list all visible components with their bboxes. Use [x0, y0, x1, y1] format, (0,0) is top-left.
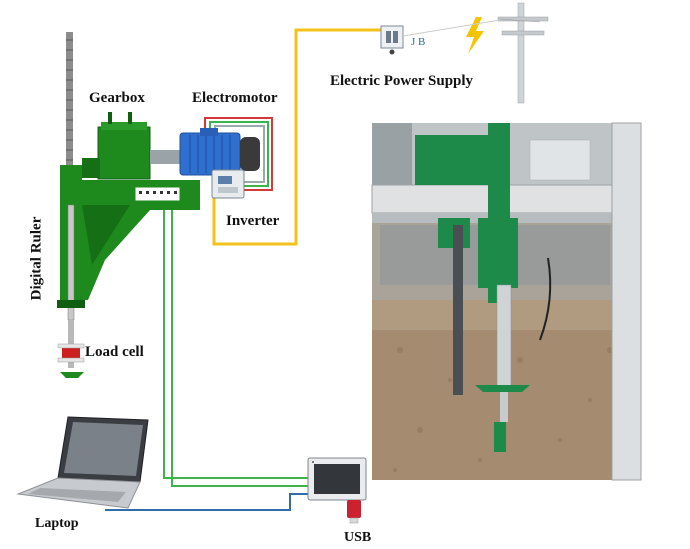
frame-base	[57, 300, 85, 308]
utility-pole-icon	[497, 2, 549, 104]
inverter-screen	[218, 176, 232, 184]
motor-wire-red	[204, 117, 273, 191]
lightning-icon	[466, 17, 484, 54]
electric-power-supply-label: Electric Power Supply	[330, 73, 474, 89]
signal-cable-2	[171, 205, 310, 487]
rack-teeth	[66, 39, 73, 161]
gearbox-top	[101, 122, 147, 130]
usb-stick-icon	[347, 500, 361, 524]
load-cell-body	[62, 348, 80, 358]
power-cable	[212, 28, 384, 246]
gearbox-handle-right	[128, 112, 132, 124]
electromotor-label: Electromotor	[192, 90, 278, 106]
terminal-pins	[139, 191, 177, 194]
motor-fins	[189, 135, 231, 173]
overhead-wire	[402, 19, 501, 37]
gearbox-coupling	[150, 150, 180, 164]
load-cell-label: Load cell	[85, 344, 144, 360]
digital-ruler-label: Digital Ruler	[28, 216, 45, 301]
load-cell-bottom	[57, 357, 85, 363]
motor-endcap	[240, 137, 260, 171]
laptop-label: Laptop	[35, 516, 79, 531]
motor-wire-green	[209, 121, 269, 187]
gearbox-label: Gearbox	[89, 90, 145, 106]
junction-box-label: J B	[411, 36, 426, 48]
gearbox-handle-left	[108, 112, 112, 124]
laptop-icon	[16, 416, 149, 509]
motor-terminal-box	[200, 128, 218, 136]
gearbox-body	[97, 126, 151, 180]
junction-box-icon	[380, 25, 404, 55]
terminal-board	[134, 186, 181, 202]
display-unit-icon	[307, 457, 367, 501]
digital-ruler-rack	[66, 32, 73, 197]
electromotor-body	[179, 132, 241, 176]
inverter-label: Inverter	[226, 213, 280, 229]
signal-cable-1	[163, 205, 310, 479]
gearbox-side	[82, 158, 100, 178]
probe-plate	[60, 372, 84, 378]
frame-gusset	[82, 205, 130, 265]
soil-texture	[393, 347, 613, 472]
field-photo	[371, 122, 642, 481]
load-cell-cap	[57, 343, 85, 349]
inverter-keypad	[218, 187, 238, 193]
usb-label: USB	[344, 530, 372, 545]
usb-cable	[105, 493, 318, 511]
